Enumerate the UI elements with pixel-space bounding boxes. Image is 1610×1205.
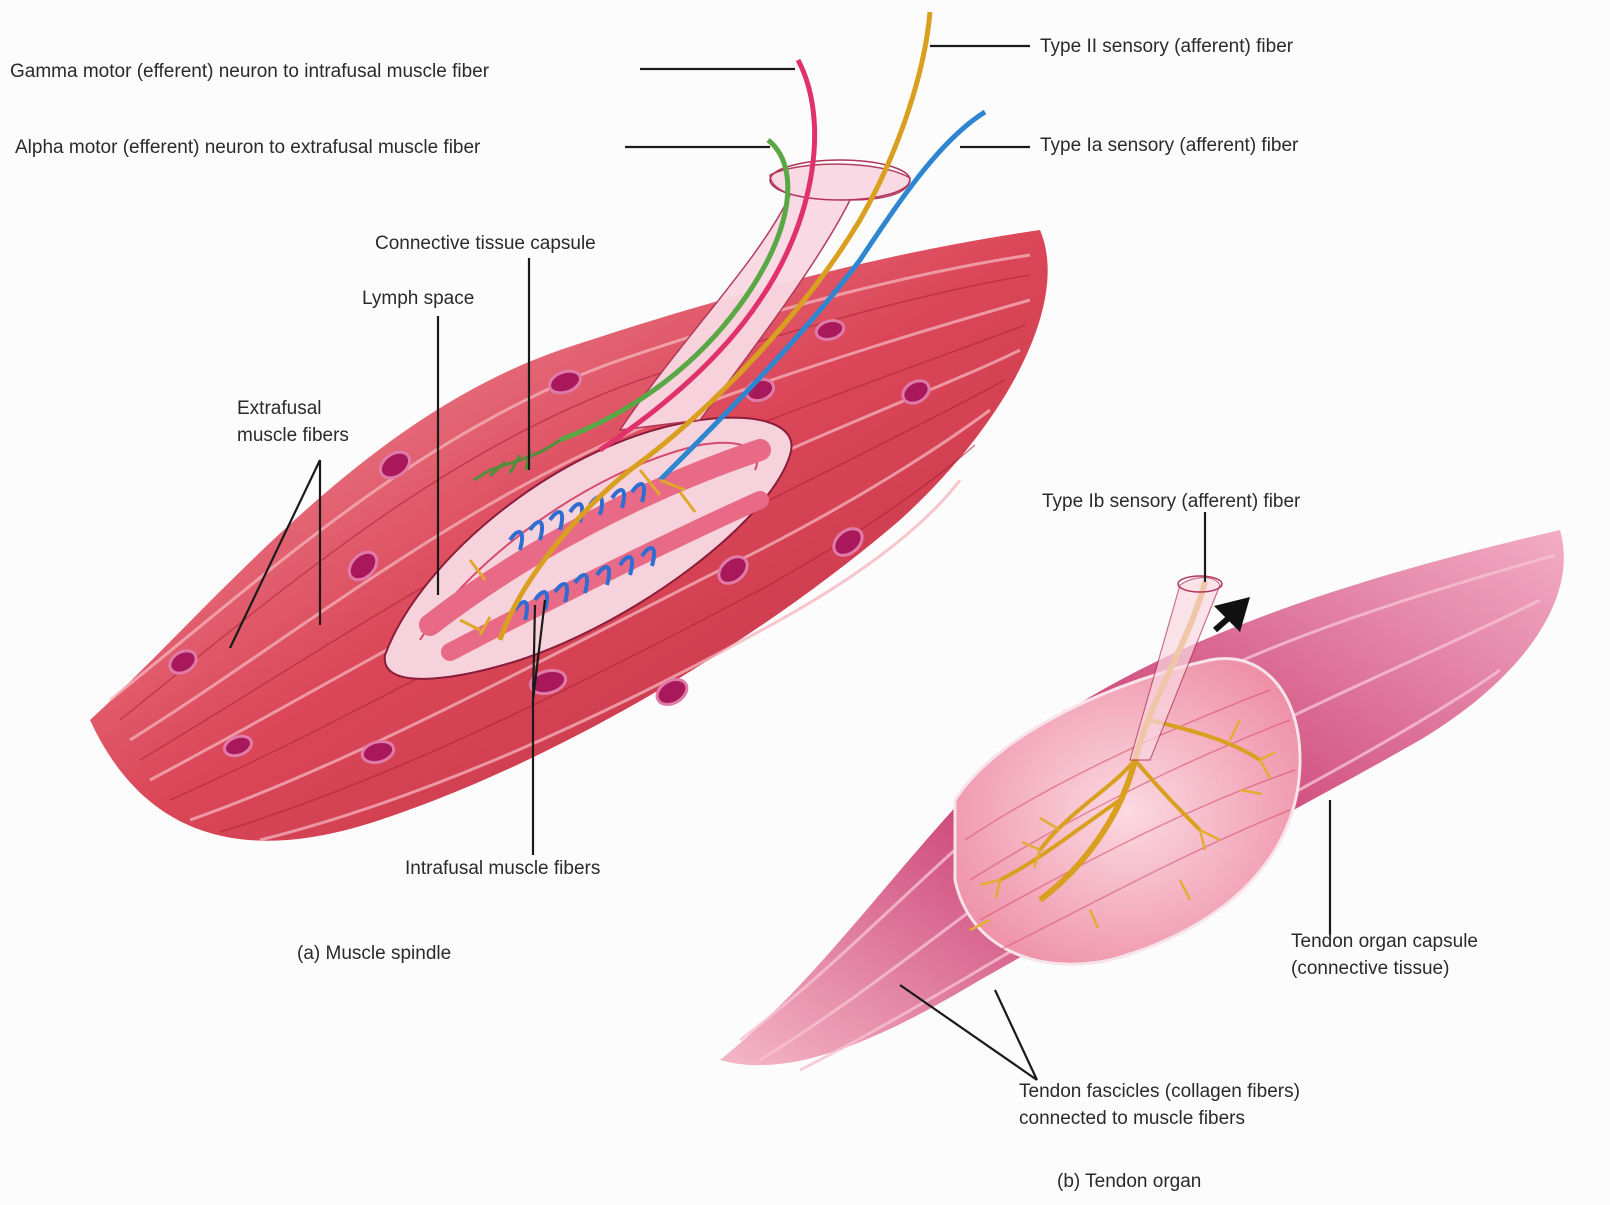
label-type-ii: Type II sensory (afferent) fiber [1040,33,1293,60]
label-type-ia: Type Ia sensory (afferent) fiber [1040,132,1298,159]
label-lymph-space: Lymph space [362,285,474,312]
label-tendon-capsule: Tendon organ capsule (connective tissue) [1291,928,1478,982]
tendon-organ-drawing [720,530,1564,1070]
label-gamma-motor: Gamma motor (efferent) neuron to intrafu… [10,58,489,85]
label-alpha-motor: Alpha motor (efferent) neuron to extrafu… [15,134,480,161]
label-type-ib: Type Ib sensory (afferent) fiber [1042,488,1300,515]
label-intrafusal: Intrafusal muscle fibers [405,855,600,882]
caption-muscle-spindle: (a) Muscle spindle [297,940,451,967]
label-tendon-fascicles: Tendon fascicles (collagen fibers) conne… [1019,1078,1300,1132]
label-connective-capsule: Connective tissue capsule [375,230,596,257]
label-extrafusal: Extrafusal muscle fibers [237,395,349,449]
tendon-organ-capsule [955,658,1300,964]
caption-tendon-organ: (b) Tendon organ [1057,1168,1201,1195]
